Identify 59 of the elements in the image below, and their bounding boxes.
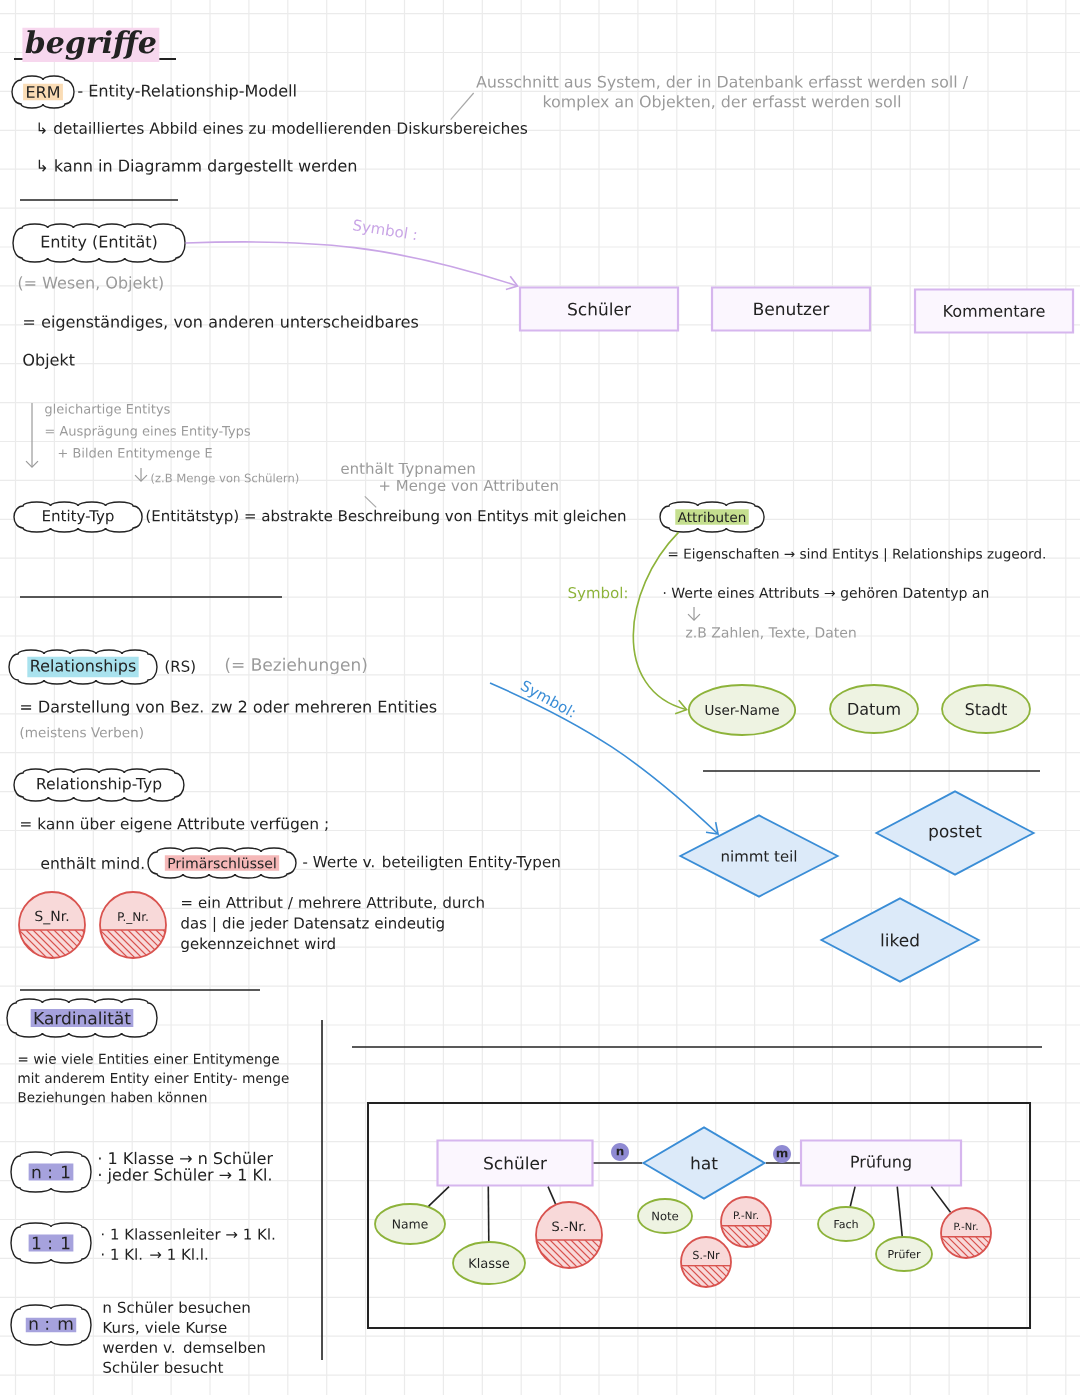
diagram-frame	[367, 1102, 1031, 1329]
connector-line	[849, 1185, 856, 1208]
term-cloud: ERM	[11, 75, 75, 109]
definition-text: = wie viele Entities einer Entitymenge mit anderem Entity einer Entity- menge Beziehungen haben können	[18, 1053, 289, 1105]
term-cloud: Primärschlüssel	[147, 847, 297, 879]
definition-text: = ein Attribut / mehrere Attribute, durch das | die jeder Datensatz eindeutig gekennzeichnet wird	[181, 896, 484, 953]
bullet-text: ↳ detailliertes Abbild eines zu modellierenden Diskursbereiches	[38, 122, 528, 134]
side-note: (z.B Menge von Schülern)	[151, 473, 299, 485]
side-note: gleichartige Entitys	[45, 403, 170, 417]
term-cloud: n : 1	[10, 1151, 92, 1193]
bullet-text: · Werte eines Attributs → gehören Datentyp an	[663, 587, 989, 601]
term-cloud: Kardinalität	[6, 998, 158, 1038]
cardinality-badge: n	[611, 1143, 629, 1161]
page-title: begriffe	[22, 27, 160, 63]
definition-text: - Entity-Relationship-Modell	[78, 84, 296, 100]
connector-line	[487, 1185, 490, 1242]
leader-line	[450, 92, 475, 121]
bullet-text: · 1 Klassenleiter → 1 Kl.	[102, 1228, 275, 1240]
side-note: z.B Zahlen, Texte, Daten	[686, 626, 856, 640]
term-cloud: Relationships	[8, 649, 158, 685]
definition-text: enthält mind.	[41, 856, 144, 870]
connector-line	[427, 1185, 450, 1207]
side-note: (= Beziehungen)	[225, 657, 367, 675]
term-cloud: 1 : 1	[10, 1222, 92, 1264]
side-note: (meistens Verben)	[20, 726, 143, 740]
connector-line	[592, 1162, 643, 1164]
term-cloud: n : m	[10, 1304, 92, 1346]
term-cloud: Attributen	[659, 501, 765, 533]
bullet-text: ↳ kann in Diagramm dargestellt werden	[38, 159, 357, 175]
curved-arrow	[632, 531, 688, 715]
term-cloud: Entity (Entität)	[12, 223, 186, 263]
entity-box: Prüfung	[799, 1139, 963, 1187]
curved-arrow	[489, 682, 720, 836]
edge-label: Symbol :	[353, 219, 417, 240]
leader-line	[364, 495, 377, 508]
definition-text: = Eigenschaften → sind Entitys | Relationships zugeord.	[668, 548, 1045, 562]
connector-line	[765, 1162, 801, 1164]
connector-line	[930, 1185, 952, 1214]
connector-line	[896, 1185, 903, 1237]
definition-text: = Darstellung von Bez. zw 2 oder mehreren Entities	[21, 700, 437, 716]
side-note: + Bilden Entitymenge E	[58, 447, 212, 461]
definition-text: = eigenständiges, von anderen unterscheidbares Objekt	[23, 315, 419, 369]
bullet-text: · jeder Schüler → 1 Kl.	[99, 1168, 271, 1184]
cardinality-badge: m	[773, 1145, 791, 1163]
edge-label: Symbol:	[568, 586, 627, 602]
definition-text: = kann über eigene Attribute verfügen ;	[21, 817, 328, 833]
side-note: enthält Typnamen + Menge von Attributen	[341, 462, 558, 494]
entity-box: Benutzer	[710, 286, 872, 332]
side-note: = Ausprägung eines Entity-Typs	[45, 425, 250, 439]
entity-box: Schüler	[436, 1139, 594, 1187]
side-note: Ausschnitt aus System, der in Datenbank erfasst werden soll / komplex an Objekten, der erfasst werden soll	[476, 75, 968, 111]
example-text: n Schüler besuchen Kurs, viele Kurse werden v. demselben Schüler besucht	[103, 1301, 265, 1374]
connector-line	[547, 1185, 557, 1205]
entity-box: Schüler	[518, 286, 680, 332]
definition-text: (Entitätstyp) = abstrakte Beschreibung von Entitys mit gleichen	[146, 509, 626, 525]
term-cloud: Relationship-Typ	[13, 768, 185, 802]
entity-box: Kommentare	[913, 288, 1075, 334]
curved-arrow	[184, 241, 519, 291]
term-cloud: Entity-Typ	[13, 501, 143, 533]
